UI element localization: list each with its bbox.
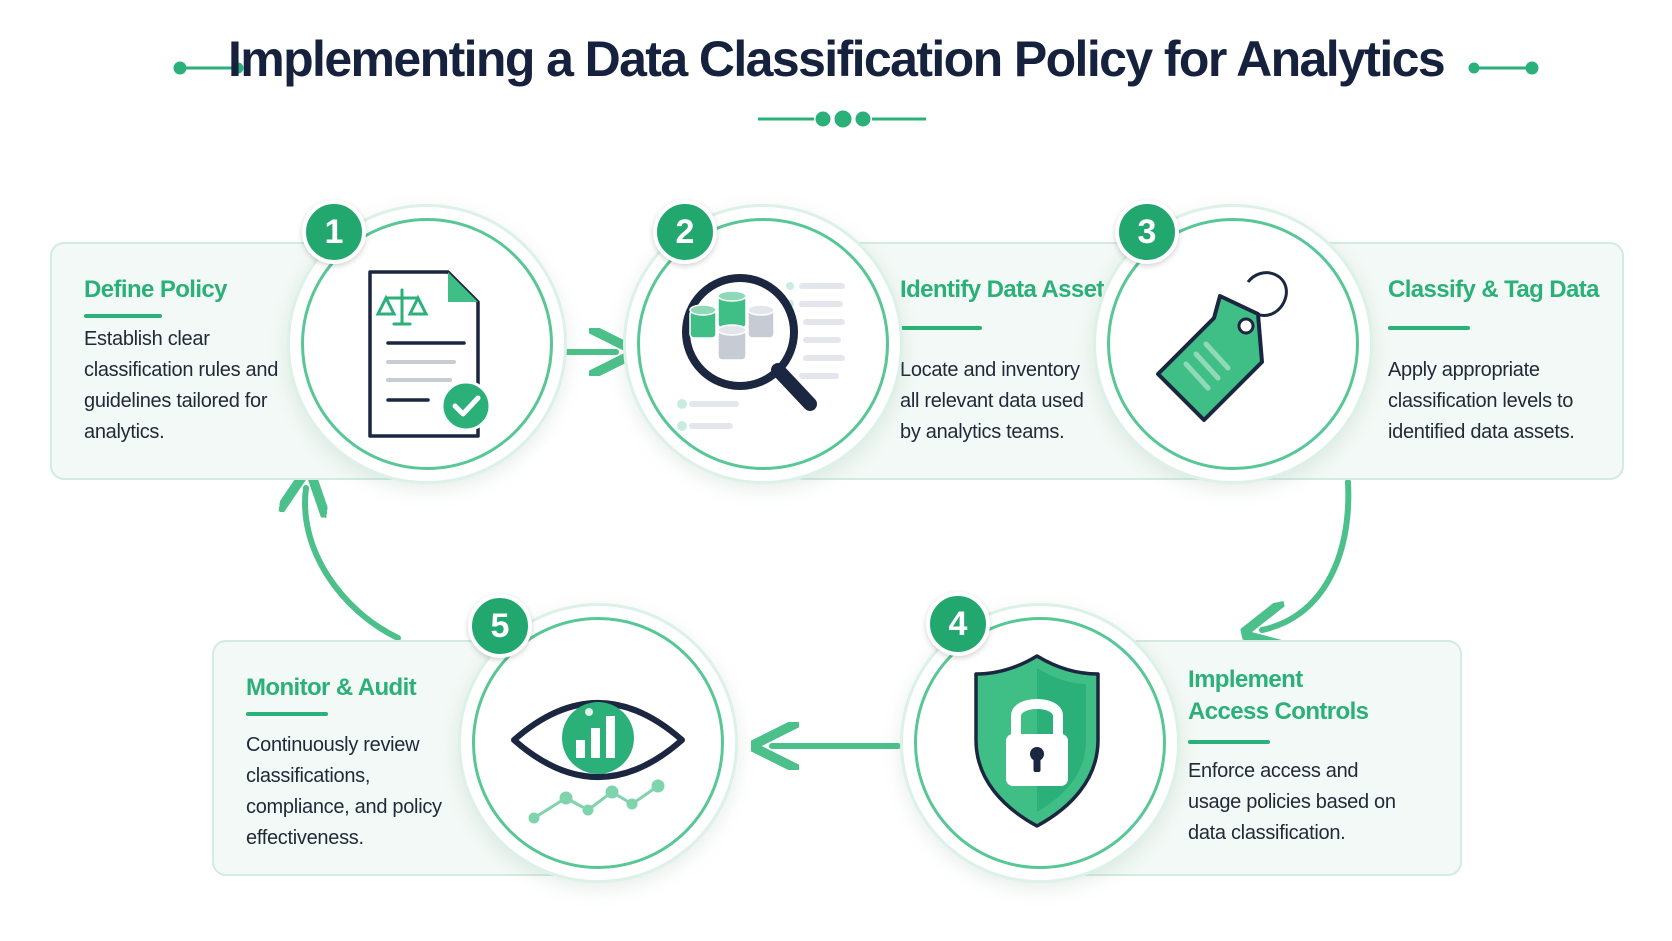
- step-1-number-badge: 1: [302, 200, 366, 264]
- magnifier-database-icon: [677, 274, 845, 431]
- step-2-underline: [900, 326, 982, 330]
- step-2-description: Locate and inventory all relevant data u…: [900, 359, 1084, 443]
- step-5-heading: Monitor & Audit: [246, 674, 417, 701]
- step-3-description: Apply appropriate classification levels …: [1388, 359, 1575, 443]
- step-5-description: Continuously review classifications, com…: [246, 734, 442, 849]
- step-1-heading: Define Policy: [84, 276, 228, 303]
- step-4-underline: [1188, 740, 1270, 744]
- step-4-heading: Implement Access Controls: [1188, 666, 1369, 725]
- arrow-3-to-4: [1262, 479, 1352, 630]
- step-4-number-badge: 4: [926, 592, 990, 656]
- step-3-underline: [1388, 326, 1470, 330]
- step-4-description: Enforce access and usage policies based …: [1188, 760, 1396, 844]
- arrow-5-to-1: [305, 488, 401, 641]
- shield-lock-icon: [974, 654, 1100, 828]
- step-2-heading: Identify Data Assets: [900, 276, 1117, 303]
- step-5-number-badge: 5: [468, 594, 532, 658]
- step-5-underline: [246, 712, 328, 716]
- eye-chart-icon: [511, 700, 685, 824]
- step-1-underline: [84, 314, 162, 318]
- policy-document-icon: [368, 270, 492, 438]
- page-title: Implementing a Data Classification Polic…: [227, 31, 1446, 87]
- step-3-number-badge: 3: [1115, 200, 1179, 264]
- step-3-heading: Classify & Tag Data: [1388, 276, 1600, 303]
- step-1-description: Establish clear classification rules and…: [84, 328, 279, 443]
- step-2-number-badge: 2: [653, 200, 717, 264]
- tag-icon: [1156, 271, 1288, 422]
